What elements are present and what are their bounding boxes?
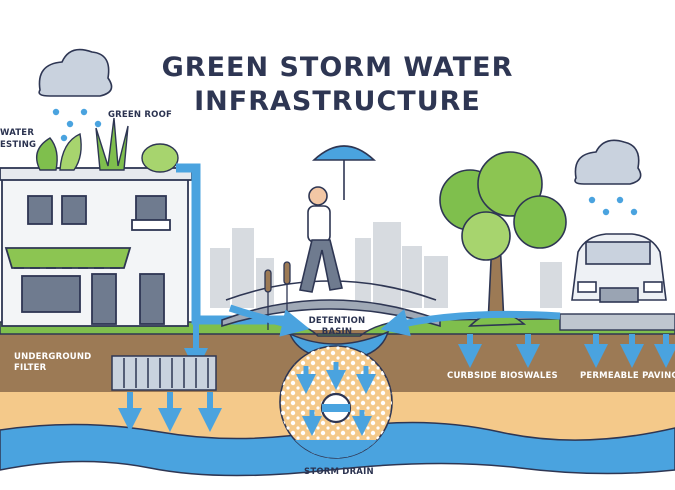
rain-drops [52, 108, 638, 216]
diagram-title-line2: INFRASTRUCTURE [194, 86, 481, 117]
label-permeable-paving: PERMEABLE PAVING [580, 371, 675, 381]
house-icon [0, 167, 193, 327]
permeable-paving [559, 313, 675, 331]
tree-icon [439, 151, 567, 327]
reeds [264, 261, 291, 330]
label-detention-basin-1: DETENTION [308, 316, 366, 326]
label-detention-basin-2: BASIN [321, 327, 353, 337]
label-storm-drain: STORM DRAIN [304, 467, 374, 477]
rain-cloud-icon [38, 48, 642, 185]
label-curbside-bioswales: CURBSIDE BIOSWALES [447, 371, 558, 381]
label-underground-filter-2: FILTER [14, 363, 47, 373]
runoff-arrow-left [228, 304, 310, 337]
underground-filter [111, 355, 217, 391]
drain-pipe-icon [279, 345, 393, 459]
runoff-arrow-right [380, 309, 561, 337]
label-underground-filter-1: UNDERGROUND [14, 352, 92, 362]
label-rainwater-harvesting-2: ESTING [0, 140, 37, 150]
label-green-roof: GREEN ROOF [108, 110, 173, 120]
city-skyline [210, 222, 562, 308]
label-rainwater-harvesting-1: WATER [0, 128, 35, 138]
diagram-title-line1: GREEN STORM WATER [161, 52, 514, 83]
arrow-down-icon [118, 334, 675, 432]
person-with-umbrella [299, 145, 377, 293]
car-icon [571, 233, 667, 303]
green-roof-plants [36, 117, 179, 173]
